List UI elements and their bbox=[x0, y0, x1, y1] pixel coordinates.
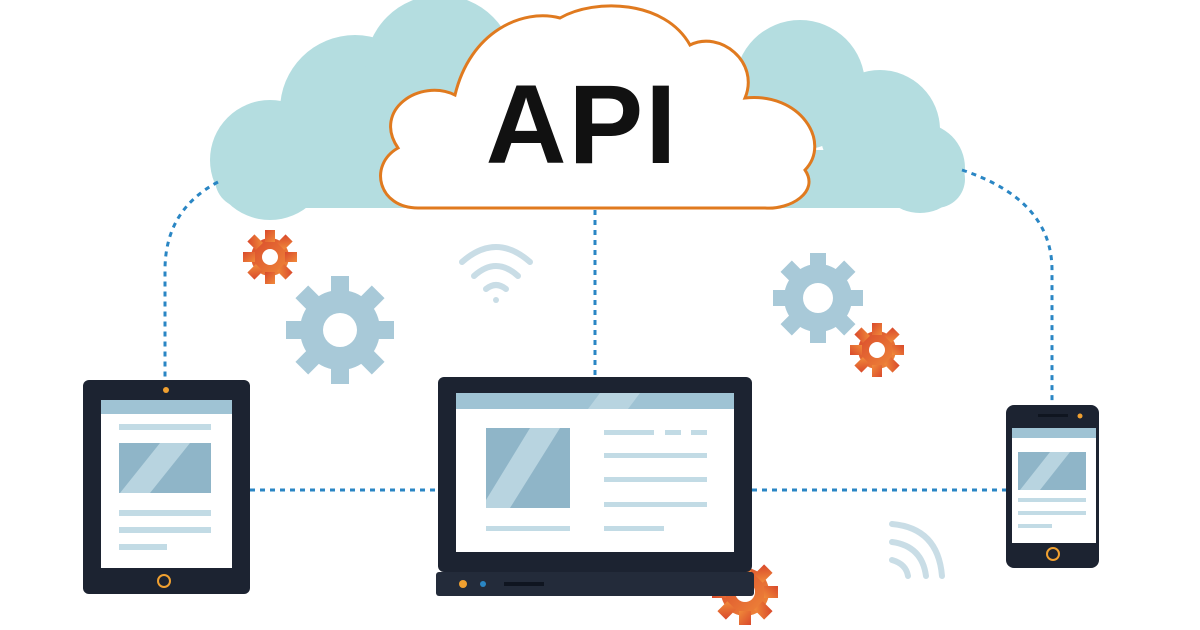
connector-cloud-tablet bbox=[163, 180, 219, 388]
phone-home-button bbox=[1046, 547, 1060, 561]
gear-icon bbox=[850, 323, 904, 377]
tablet-device bbox=[83, 380, 250, 594]
gear-icon bbox=[773, 253, 863, 343]
gear-icon bbox=[243, 230, 297, 284]
laptop-device bbox=[436, 377, 754, 596]
laptop-power-light bbox=[459, 580, 467, 588]
api-label: API bbox=[486, 62, 679, 187]
wifi-icon bbox=[459, 244, 533, 303]
tablet-home-button bbox=[157, 574, 171, 588]
laptop-base bbox=[436, 572, 754, 596]
connector-cloud-phone bbox=[961, 168, 1054, 408]
connector-lines bbox=[163, 168, 1054, 492]
api-cloud bbox=[379, 4, 817, 210]
phone-device bbox=[1006, 405, 1099, 568]
signal-icon bbox=[889, 521, 945, 579]
gear-icon bbox=[286, 276, 394, 384]
